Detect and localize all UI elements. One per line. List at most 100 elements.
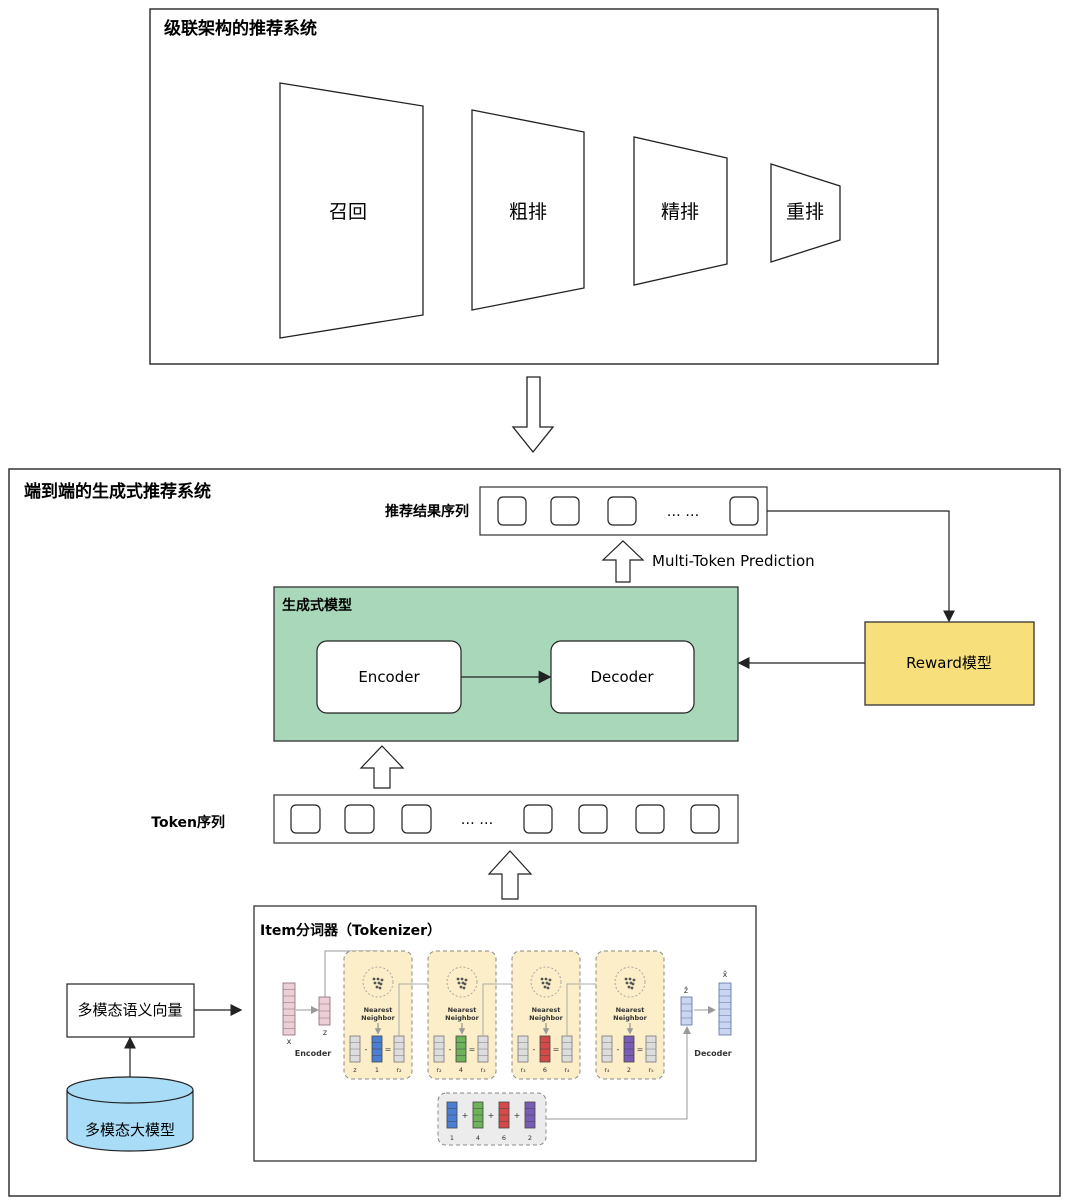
sum-code-label: 1	[450, 1134, 454, 1142]
plus-sign: +	[488, 1111, 495, 1120]
plus-sign: +	[514, 1111, 521, 1120]
decoder-label: Decoder	[590, 668, 654, 686]
equals-sign: =	[553, 1045, 560, 1054]
code-index-label: 1	[375, 1066, 379, 1074]
code-vector	[455, 1035, 467, 1063]
sum-code-vector	[498, 1101, 510, 1129]
tokenizer-title: Item分词器（Tokenizer）	[260, 923, 441, 939]
minus-sign: -	[449, 1045, 452, 1054]
mm-vector-label: 多模态语义向量	[77, 1001, 182, 1019]
token-2	[344, 804, 375, 834]
stage-recall-label: 召回	[329, 201, 367, 223]
stage-coarse-rank-shape	[471, 109, 585, 311]
plus-sign: +	[462, 1111, 469, 1120]
code-index-label: 4	[459, 1066, 463, 1074]
token-1	[290, 804, 321, 834]
token-seq-container	[273, 794, 739, 844]
code-sum-vectors: 1+4+6+2	[446, 1101, 536, 1142]
transition-down-arrow	[511, 376, 555, 454]
residual-label: r₄	[604, 1066, 610, 1074]
latent-z-label: z	[323, 1028, 327, 1037]
code-index-label: 6	[543, 1066, 547, 1074]
result-token-1	[497, 496, 527, 526]
mm-model-database-top	[66, 1076, 194, 1104]
nn-label: Nearest	[448, 1006, 477, 1014]
sum-code-vector	[472, 1101, 484, 1129]
codebook-point	[544, 977, 548, 981]
mtp-label: Multi-Token Prediction	[652, 552, 815, 570]
codebook-point	[464, 978, 468, 982]
token-5	[578, 804, 608, 834]
next-residual-label: r₅	[648, 1066, 654, 1074]
gen-model-title: 生成式模型	[282, 597, 352, 614]
codebook-point	[375, 985, 379, 989]
token-seq-label: Token序列	[151, 814, 225, 831]
mtp-up-arrow	[601, 540, 645, 583]
token-3	[401, 804, 432, 834]
code-vector	[539, 1035, 551, 1063]
stage-recall-shape	[279, 82, 424, 339]
minus-sign: -	[365, 1045, 368, 1054]
mm-vector-box	[66, 983, 195, 1038]
codebook-point	[624, 977, 628, 981]
tokenizer-decoder-label: Decoder	[694, 1049, 731, 1058]
nn-label: Neighbor	[361, 1014, 395, 1022]
sum-code-vector	[446, 1101, 458, 1129]
next-residual-vector	[393, 1035, 405, 1063]
minus-sign: -	[617, 1045, 620, 1054]
result-ellipsis: … …	[667, 504, 699, 520]
residual-label: r₃	[520, 1066, 526, 1074]
codebook-point	[456, 977, 460, 981]
residual-vector	[433, 1035, 445, 1063]
codebook-point	[629, 981, 633, 985]
nn-label: Nearest	[532, 1006, 561, 1014]
codebook-point	[460, 977, 464, 981]
codebook-point	[377, 981, 381, 985]
equals-sign: =	[385, 1045, 392, 1054]
code-vector	[623, 1035, 635, 1063]
token-7	[690, 804, 720, 834]
residual-label: z	[353, 1066, 357, 1074]
residual-vector	[517, 1035, 529, 1063]
next-residual-label: r₃	[480, 1066, 486, 1074]
sum-code-label: 6	[502, 1134, 506, 1142]
next-residual-vector	[561, 1035, 573, 1063]
code-index-label: 2	[627, 1066, 631, 1074]
codebook-cluster-1	[362, 966, 394, 998]
result-token-last	[729, 496, 759, 526]
sum-code-label: 2	[528, 1134, 532, 1142]
e2e-title: 端到端的生成式推荐系统	[24, 481, 211, 502]
codebook-point	[627, 985, 631, 989]
codebook-point	[630, 986, 634, 990]
next-residual-label: r₂	[396, 1066, 402, 1074]
next-residual-vector	[477, 1035, 489, 1063]
stage-fine-rank-label: 精排	[661, 201, 699, 223]
reward-model-label: Reward模型	[906, 654, 992, 672]
equals-sign: =	[637, 1045, 644, 1054]
residual-label: r₂	[436, 1066, 442, 1074]
sum-code-vector	[524, 1101, 536, 1129]
codebook-point	[632, 978, 636, 982]
stage-fine-rank-shape	[633, 136, 728, 286]
codebook-cluster-3	[530, 966, 562, 998]
xhat-vector	[718, 982, 732, 1036]
codebook-point	[372, 977, 376, 981]
codebook-point	[373, 981, 377, 985]
input-vector-x	[282, 982, 296, 1036]
token-ellipsis: … …	[461, 812, 493, 828]
equals-sign: =	[469, 1045, 476, 1054]
next-residual-vector	[645, 1035, 657, 1063]
codebook-cluster-4	[614, 966, 646, 998]
tokenizer-up-arrow	[487, 850, 533, 900]
zhat-vector	[680, 996, 693, 1026]
token-4	[523, 804, 553, 834]
codebook-point	[625, 981, 629, 985]
codebook-point	[545, 981, 549, 985]
nn-label: Nearest	[616, 1006, 645, 1014]
codebook-point	[378, 986, 382, 990]
result-to-reward-arrow	[767, 510, 955, 623]
next-residual-label: r₄	[564, 1066, 570, 1074]
zhat-label: ẑ	[684, 986, 688, 995]
latent-vector-z	[318, 996, 331, 1026]
